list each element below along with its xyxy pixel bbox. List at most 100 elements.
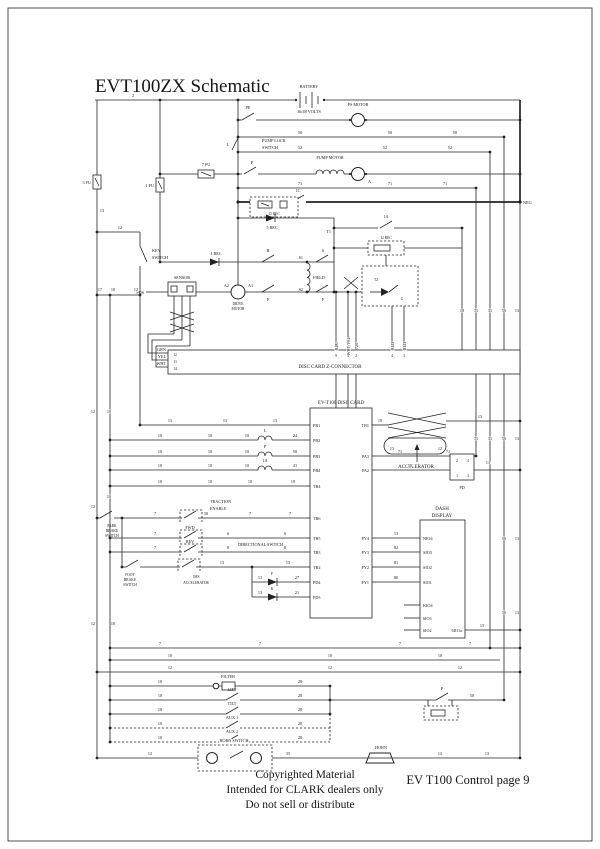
z-top-pin-2: 3 — [347, 354, 349, 358]
z-top-pin-1: 9 — [335, 354, 337, 358]
wire-number: 10 — [245, 433, 249, 438]
contact-r-label: R — [267, 248, 270, 253]
t2-label: T2 — [374, 278, 378, 282]
lower-rows — [97, 647, 520, 673]
wire-number: 30 — [204, 511, 208, 516]
row-71 — [238, 187, 477, 350]
contact-s-label: S — [322, 248, 325, 253]
wire-number: 71 — [446, 449, 450, 454]
contact-1c-label: 1C — [296, 188, 301, 193]
copyright-notice: Copyrighted Material Intended for CLARK … — [226, 769, 383, 811]
filter-label: FILTER — [221, 674, 235, 679]
coil-1a-label: 1A — [262, 458, 267, 463]
dash-pin-sio3: SIO3 — [423, 550, 432, 555]
park-brake-label-2: BRAKE — [106, 529, 119, 533]
coil-l-label: L — [264, 428, 267, 433]
pa-rows: 2 4 1 3 PD — [376, 453, 520, 490]
wire-number: 13 — [478, 414, 482, 419]
wire-number: 10 — [158, 735, 162, 740]
wire-number: 50 — [408, 463, 412, 468]
wire-number: 50 — [298, 130, 302, 135]
z-pin-13: 13 — [173, 360, 177, 364]
traction-enable-label-1: TRACTION — [210, 499, 231, 504]
wire-number: 6 — [284, 531, 286, 536]
page-border — [7, 7, 593, 842]
sensor-label: SENSOR — [174, 275, 190, 280]
z-top-pin-4: 4 — [391, 354, 393, 358]
z-pin-12: 12 — [173, 353, 177, 357]
dash-pin-sio1: SIO1 — [423, 580, 432, 585]
wire-number: 7 — [399, 641, 401, 646]
contact-p-label: P — [251, 160, 254, 165]
wire-number: 71 — [474, 308, 478, 313]
pump-lock-label-2: SWITCH — [262, 145, 278, 150]
page-footer: EV T100 Control page 9 — [406, 773, 529, 787]
dash-display-title-2: DISPLAY — [432, 514, 453, 519]
pd-pin-1: 1 — [456, 474, 458, 478]
wire-number: 12 — [438, 446, 442, 451]
wire-number: 7 — [289, 511, 291, 516]
z-top-pin-5: 3 — [403, 354, 405, 358]
fuse-3fu-label: 3 FU — [83, 180, 92, 185]
wire-number: 50 — [502, 536, 506, 541]
wire-number: 50 — [502, 610, 506, 615]
dash-pin-6io2: 6IO2 — [423, 628, 432, 633]
ps-motor-row: PE PS MOTOR — [238, 102, 520, 127]
wire-number: 7 — [154, 511, 156, 516]
wire-number: 71 — [398, 449, 402, 454]
z-pin-14: 14 — [173, 367, 177, 371]
dash-pin-sio2: SIO2 — [423, 565, 432, 570]
park-brake-label-3: SWITCH — [105, 534, 119, 538]
card-pin-tb4: TB4 — [313, 484, 321, 489]
wire-number: 10 — [438, 653, 442, 658]
wire-grn-label: GRN — [157, 347, 166, 352]
wire-number: 10 — [208, 463, 212, 468]
wire-number: 35 — [488, 436, 492, 441]
wire-yel-label: YEL — [158, 354, 167, 359]
rev-label: REV — [186, 539, 194, 544]
z-rot-red1: RED — [390, 342, 395, 350]
disc-card-title: EV-T100 DISC CARD — [318, 401, 365, 406]
foot-brake-label-3: SWITCH — [123, 583, 137, 587]
wire-number: 13 — [220, 560, 224, 565]
wire-number: 13 — [394, 531, 398, 536]
wire-number: 10 — [245, 449, 249, 454]
t1-label: T1 — [326, 229, 331, 234]
wire-number: 10 — [208, 479, 212, 484]
switch-rows: PARK BRAKE SWITCH TRACTION ENABLE FWD RE… — [97, 499, 306, 601]
wire-number: 35 — [286, 751, 290, 756]
wire-number: 12 — [118, 225, 122, 230]
drive-motor-label-2: MOTOR — [232, 307, 246, 311]
junction-dots — [95, 98, 522, 760]
wire-number: 12 — [91, 409, 95, 414]
wire-number: 12 — [134, 287, 138, 292]
contact-pe-label: PE — [246, 105, 251, 110]
wire-number: 10 — [245, 463, 249, 468]
z-rot-blu: BLU — [334, 342, 339, 350]
wire-number: 27 — [295, 575, 299, 580]
wire-number: 13 — [258, 590, 262, 595]
wire-number: 12 — [91, 621, 95, 626]
rec5-label: 5 REC — [266, 225, 277, 230]
card-pin-tb2: TB2 — [313, 565, 320, 570]
card-pin-tb3: TB3 — [313, 550, 320, 555]
wire-number: 8 — [227, 545, 229, 550]
wire-number: 12 — [168, 665, 172, 670]
g-label: G — [401, 297, 404, 301]
pd-pin-3: 3 — [467, 474, 469, 478]
wire-number: 52 — [298, 145, 302, 150]
left-rails: 3 FU 1 FU — [83, 100, 239, 758]
wire-number: 82 — [394, 545, 398, 550]
copyright-line-1: Copyrighted Material — [255, 769, 354, 781]
wire-number: 7 — [259, 641, 261, 646]
foot-brake-label-2: BRAKE — [124, 578, 137, 582]
disc-card-left-pins: PB1 PB2 PB3 PB4 TB4 TB6 TB5 TB3 TB2 PD4 … — [306, 423, 322, 601]
wire-number: 52 — [448, 145, 452, 150]
fuse-1fu-label: 1 FU — [146, 183, 155, 188]
wire-number: 12 — [328, 665, 332, 670]
pd-label: PD — [459, 485, 464, 490]
wire-number: 6 — [227, 531, 229, 536]
rec4-label: 4 REC — [210, 251, 221, 256]
